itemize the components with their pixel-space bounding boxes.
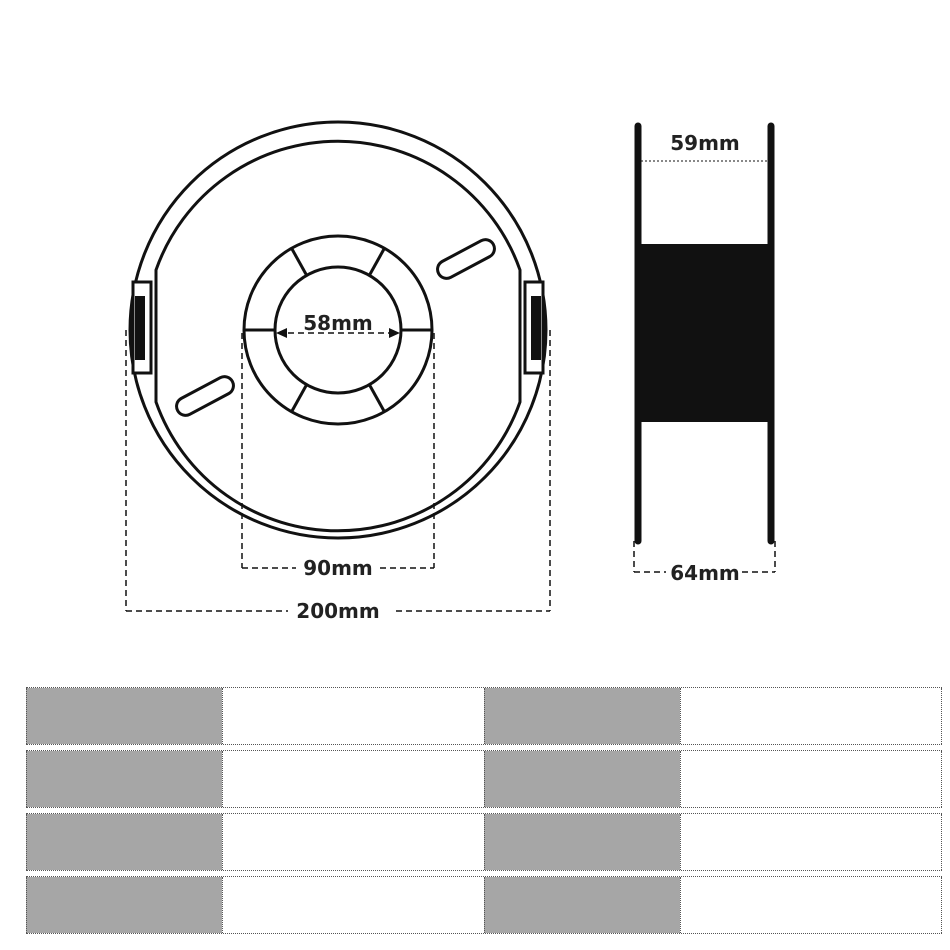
outer-width-label: 64mm — [670, 561, 740, 585]
hub-diameter-label: 90mm — [303, 556, 373, 580]
inner-flange-contour — [154, 139, 522, 533]
flange-slot — [436, 238, 496, 280]
dimension-arrowheads — [276, 328, 400, 338]
table-row — [26, 876, 942, 934]
hub-spoke — [367, 248, 386, 277]
spec-key-cell — [484, 751, 680, 807]
side-outer-dimension-lines — [633, 541, 776, 573]
spool-side-view — [634, 122, 775, 545]
table-row — [26, 813, 942, 871]
spec-value-cell — [222, 814, 484, 870]
spec-value-cell — [680, 877, 942, 933]
spec-value-cell — [222, 751, 484, 807]
spec-key-cell — [484, 688, 680, 744]
spec-value-cell — [680, 688, 942, 744]
filament-core — [638, 244, 771, 422]
hub-spoke — [290, 248, 309, 277]
outer-flange-ring — [128, 120, 548, 540]
spec-key-cell — [484, 814, 680, 870]
flange-slot — [175, 375, 235, 417]
spec-value-cell — [680, 751, 942, 807]
spec-key-cell — [26, 688, 222, 744]
spool-dimension-diagram: 58mm 90mm 200mm 59mm 64mm — [125, 120, 776, 623]
right-side-clip — [523, 280, 545, 375]
outer-diameter-label: 200mm — [296, 599, 379, 623]
hub-spoke — [290, 383, 309, 412]
spec-key-cell — [484, 877, 680, 933]
left-side-clip — [131, 280, 153, 375]
spec-key-cell — [26, 814, 222, 870]
table-row — [26, 687, 942, 745]
front-dimension-lines — [125, 330, 551, 612]
spool-front-view — [128, 120, 548, 540]
spec-key-cell — [26, 751, 222, 807]
spec-value-cell — [222, 877, 484, 933]
table-row — [26, 750, 942, 808]
spec-key-cell — [26, 877, 222, 933]
hub-spoke — [367, 383, 386, 412]
inner-width-label: 59mm — [670, 131, 740, 155]
spec-table — [26, 687, 942, 939]
inner-bore-dimension-label: 58mm — [303, 311, 373, 335]
spec-value-cell — [680, 814, 942, 870]
spec-value-cell — [222, 688, 484, 744]
